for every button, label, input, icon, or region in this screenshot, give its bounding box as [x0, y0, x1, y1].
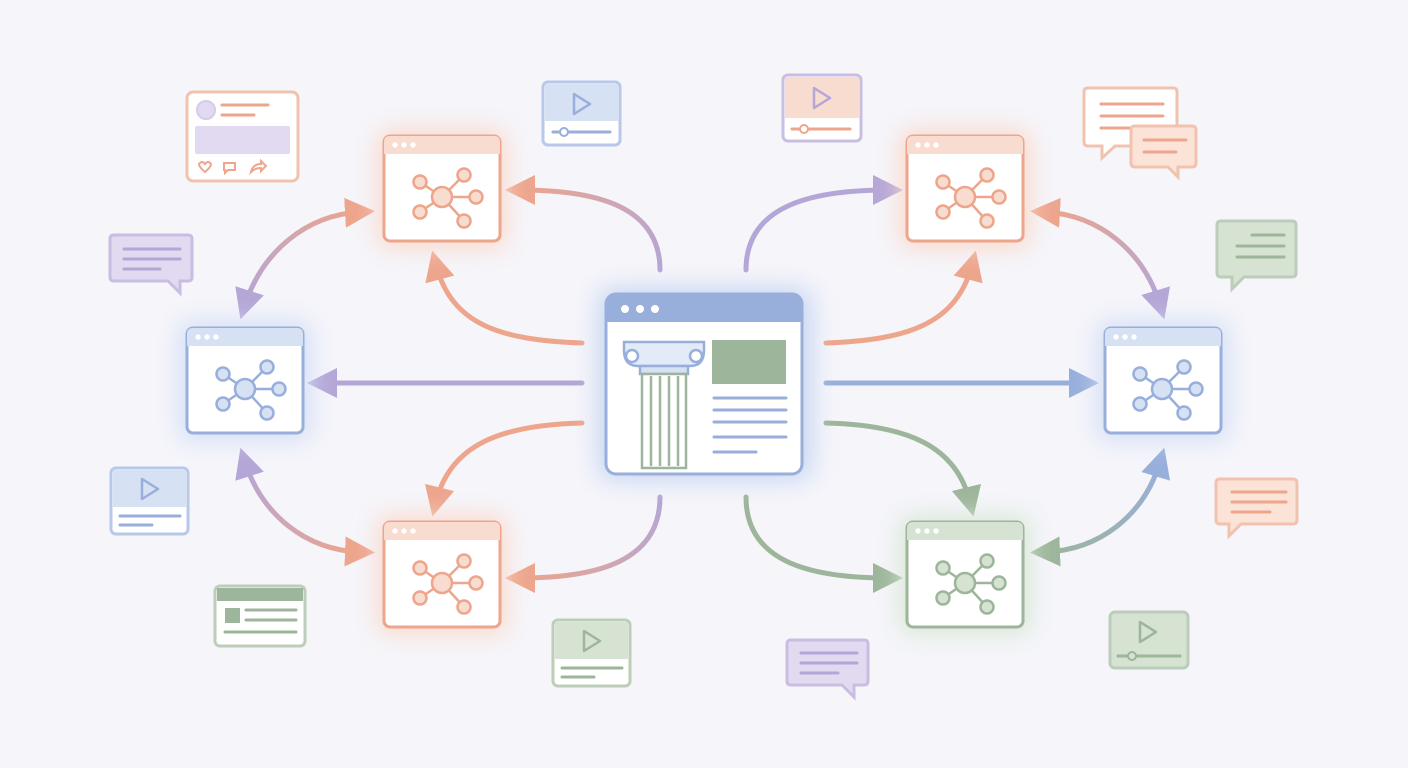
connector-central-to-lower-left-a — [425, 420, 585, 517]
classical-column-icon — [622, 340, 706, 470]
connector-middle-left-lower-left — [235, 447, 375, 567]
content-chat-bubbles — [1082, 86, 1198, 181]
heart-icon — [197, 161, 213, 174]
play-icon — [1138, 620, 1158, 644]
central-node-image-block — [712, 340, 786, 384]
content-video-1 — [541, 80, 622, 147]
network-node-upper-right — [900, 130, 1030, 248]
connector-central-to-upper-left-a — [505, 175, 663, 273]
connector-central-to-lower-left-b — [505, 494, 663, 593]
content-chat-orange — [1214, 477, 1299, 540]
window-dot-icon — [621, 305, 629, 313]
network-node-lower-left — [378, 516, 506, 634]
network-node-middle-right — [1098, 322, 1228, 440]
comment-icon — [223, 162, 236, 176]
play-icon — [582, 629, 602, 653]
content-video-5 — [1108, 610, 1190, 670]
network-node-middle-left — [180, 322, 310, 440]
connector-middle-right-lower-right — [1030, 447, 1171, 567]
connector-upper-left-middle-left — [235, 197, 375, 320]
central-node-header — [606, 294, 802, 322]
content-video-3 — [109, 466, 190, 536]
connector-upper-right-middle-right — [1030, 197, 1171, 320]
central-node — [598, 288, 812, 480]
content-chat-purple-2 — [785, 638, 870, 701]
window-dot-icon — [651, 305, 659, 313]
connector-central-to-lower-right-b — [743, 494, 903, 593]
content-video-4 — [551, 618, 632, 688]
connectors — [235, 175, 1171, 593]
share-icon — [249, 158, 268, 176]
window-dot-icon — [636, 305, 644, 313]
content-social-post — [185, 90, 300, 183]
content-chat-green — [1215, 219, 1298, 293]
connector-central-to-upper-left-b — [425, 250, 585, 346]
connector-central-to-upper-right-a — [743, 175, 903, 273]
content-article — [213, 584, 307, 648]
content-chat-purple-1 — [108, 233, 194, 297]
network-node-lower-right — [900, 516, 1030, 634]
connector-central-to-upper-right-b — [823, 250, 983, 346]
connector-central-to-lower-right-a — [823, 420, 981, 517]
network-node-upper-left — [378, 130, 506, 248]
play-icon — [812, 86, 832, 110]
content-video-2 — [781, 73, 863, 143]
play-icon — [140, 477, 160, 501]
central-node-text-lines — [712, 396, 788, 454]
play-icon — [572, 92, 592, 116]
